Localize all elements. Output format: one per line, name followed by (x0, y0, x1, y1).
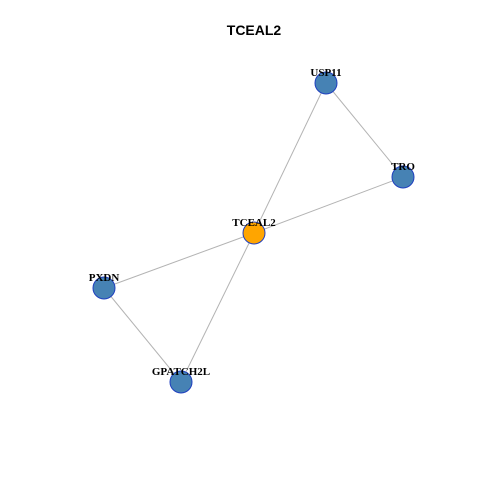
edge-tro-tceal2 (253, 176, 404, 234)
edge-usp11-tceal2 (253, 82, 327, 234)
node-label-pxdn: PXDN (89, 272, 120, 284)
graph-title: TCEAL2 (227, 22, 282, 38)
node-label-gpatch2l: GPATCH2L (152, 366, 210, 378)
node-tro[interactable] (391, 165, 415, 189)
node-usp11[interactable] (314, 71, 338, 95)
edges-layer (103, 82, 404, 383)
edge-pxdn-gpatch2l (103, 287, 182, 383)
node-tceal2[interactable] (242, 221, 266, 245)
edge-usp11-tro (325, 82, 404, 178)
node-label-tceal2: TCEAL2 (232, 217, 276, 229)
node-label-tro: TRO (391, 161, 415, 173)
node-gpatch2l[interactable] (169, 370, 193, 394)
node-label-usp11: USP11 (310, 67, 341, 79)
edge-tceal2-pxdn (103, 232, 255, 289)
edge-tceal2-gpatch2l (180, 232, 255, 383)
node-pxdn[interactable] (92, 276, 116, 300)
